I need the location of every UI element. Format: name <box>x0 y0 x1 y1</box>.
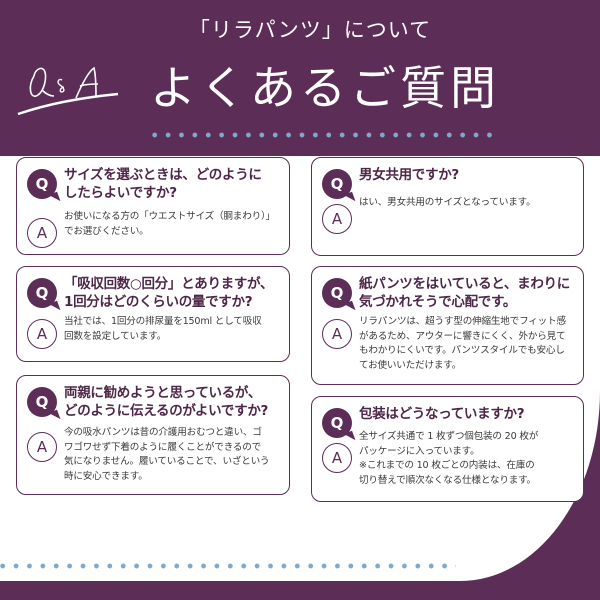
answer-icon: A <box>322 443 352 473</box>
faq-card: Q 紙パンツをはいていると、まわりに 気づかれそうで心配です。 A リラパンツは… <box>311 266 584 385</box>
question-text: 包装はどうなっていますか? <box>359 406 525 422</box>
answer-icon: A <box>27 218 57 248</box>
answer-icon: A <box>27 432 57 462</box>
question-text: 両親に勧めようと思っているが、 どのように伝えるのがよいですか? <box>64 385 269 419</box>
question-icon: Q <box>322 408 352 438</box>
answer-icon: A <box>322 204 352 234</box>
question-icon: Q <box>27 387 57 417</box>
question-text: サイズを選ぶときは、どのように したらよいですか? <box>64 167 262 201</box>
question-text: 紙パンツをはいていると、まわりに 気づかれそうで心配です。 <box>359 276 570 310</box>
subtitle: 「リラパンツ」について <box>188 18 432 42</box>
question-text: 男女共用ですか? <box>359 167 459 183</box>
question-icon: Q <box>27 169 57 199</box>
answer-text: リラパンツは、超うす型の伸縮生地でフィット感 があるため、アウターに響きにくく、… <box>359 316 566 371</box>
faq-card: Q 「吸収回数○回分」とありますが、 1回分はどのくらいの量ですか? A 当社で… <box>16 266 290 362</box>
qa-logo <box>17 66 119 116</box>
question-icon: Q <box>322 278 352 308</box>
question-icon: Q <box>322 169 352 199</box>
page-title: よくあるご質問 <box>150 61 500 115</box>
faq-card: Q 包装はどうなっていますか? A 全サイズ共通で 1 枚ずつ個包装の 20 枚… <box>311 396 584 502</box>
faq-card: Q 男女共用ですか? A はい、男女共用のサイズとなっています。 <box>311 157 584 256</box>
header-dots-divider <box>148 132 498 138</box>
answer-text: 全サイズ共通で 1 枚ずつ個包装の 20 枚が パッケージに入っています。 ※こ… <box>359 431 539 486</box>
question-text: 「吸収回数○回分」とありますが、 1回分はどのくらいの量ですか? <box>64 276 274 310</box>
footer-dots-divider <box>0 563 456 569</box>
answer-text: 当社では、1回分の排尿量を150ml として吸収 回数を設定しています。 <box>64 316 262 342</box>
answer-text: お使いになる方の「ウエストサイズ（胴まわり）」 でお選びください。 <box>64 211 275 237</box>
answer-text: はい、男女共用のサイズとなっています。 <box>359 197 536 208</box>
answer-icon: A <box>27 319 57 349</box>
faq-card: Q サイズを選ぶときは、どのように したらよいですか? A お使いになる方の「ウ… <box>16 157 290 255</box>
faq-card: Q 両親に勧めようと思っているが、 どのように伝えるのがよいですか? A 今の吸… <box>16 375 290 495</box>
answer-icon: A <box>322 319 352 349</box>
answer-text: 今の吸水パンツは昔の介護用おむつと違い、ゴ ワゴワせず下着のように履くことができ… <box>64 427 270 482</box>
header: 「リラパンツ」について よくあるご質問 <box>0 0 600 156</box>
question-icon: Q <box>27 278 57 308</box>
